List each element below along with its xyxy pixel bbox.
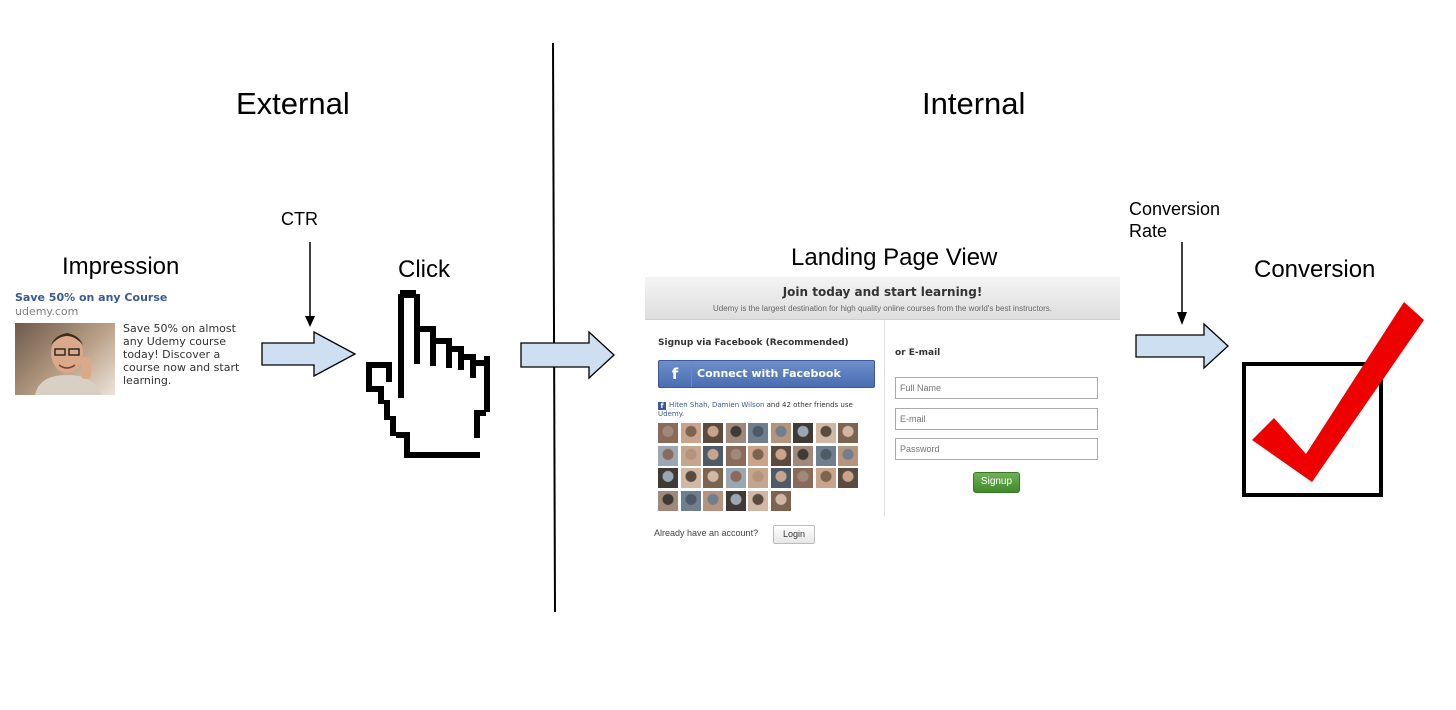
- right-arrow-icon: [520, 330, 615, 380]
- friend-avatar[interactable]: [770, 445, 791, 466]
- ad-photo[interactable]: [15, 323, 115, 395]
- login-button[interactable]: Login: [773, 525, 815, 544]
- friend-avatar[interactable]: [658, 445, 678, 466]
- divider-line: [552, 42, 556, 613]
- down-arrow-icon: [305, 242, 315, 327]
- connect-with-facebook-button[interactable]: f Connect with Facebook: [658, 360, 875, 388]
- friend-avatar[interactable]: [680, 490, 701, 511]
- friend-avatar[interactable]: [770, 423, 791, 443]
- person-portrait-icon: [35, 333, 101, 395]
- friend-avatar[interactable]: [838, 445, 858, 466]
- conversion-label: Conversion: [1254, 256, 1376, 283]
- landing-page-header: Join today and start learning! Udemy is …: [645, 277, 1120, 320]
- pointing-hand-cursor-icon: [366, 290, 490, 458]
- friend-avatar[interactable]: [725, 490, 746, 511]
- friend-avatar[interactable]: [658, 490, 678, 511]
- friend-avatar[interactable]: [748, 468, 768, 488]
- email-signup-heading: or E-mail: [895, 348, 941, 358]
- right-arrow-icon: [1135, 322, 1229, 370]
- email-input[interactable]: [895, 408, 1098, 430]
- friend-avatar[interactable]: [680, 423, 701, 443]
- friend-avatar[interactable]: [725, 468, 746, 488]
- account-prompt: Already have an account?: [654, 528, 759, 538]
- friend-avatar[interactable]: [793, 468, 813, 488]
- conversion-rate-line-1: Conversion: [1129, 199, 1221, 219]
- friend-avatar[interactable]: [793, 423, 813, 443]
- facebook-icon: f: [658, 402, 666, 410]
- ad-domain: udemy.com: [15, 305, 79, 318]
- checkmark-icon: [1252, 302, 1424, 482]
- friends-text: and 42 other friends use: [764, 401, 853, 409]
- down-arrow-icon: [1177, 242, 1187, 325]
- conversion-rate-label: Conversion Rate: [1129, 198, 1220, 242]
- friend-avatar[interactable]: [703, 445, 723, 466]
- ad-body-line: any Udemy course: [123, 335, 227, 348]
- landing-page-view-label: Landing Page View: [791, 244, 998, 271]
- friend-avatar[interactable]: [725, 423, 746, 443]
- friend-avatar[interactable]: [838, 423, 858, 443]
- friend-avatar[interactable]: [770, 490, 791, 511]
- friend-avatar[interactable]: [793, 445, 813, 466]
- friend-avatar[interactable]: [748, 445, 768, 466]
- friend-avatar[interactable]: [725, 445, 746, 466]
- ad-body-line: today! Discover a: [123, 348, 221, 361]
- friend-avatar[interactable]: [680, 445, 701, 466]
- ad-title[interactable]: Save 50% on any Course: [15, 291, 168, 304]
- right-arrow-icon: [261, 330, 357, 378]
- ad-body: Save 50% on almost any Udemy course toda…: [123, 322, 253, 387]
- friend-avatar[interactable]: [703, 423, 723, 443]
- friend-avatar[interactable]: [680, 468, 701, 488]
- friend-avatar[interactable]: [838, 468, 858, 488]
- conversion-checkbox: [1242, 302, 1424, 497]
- impression-label: Impression: [62, 253, 180, 280]
- friend-avatar[interactable]: [658, 468, 678, 488]
- external-heading: External: [236, 86, 350, 121]
- landing-page-title: Join today and start learning!: [782, 285, 983, 299]
- conversion-rate-line-2: Rate: [1129, 221, 1168, 241]
- internal-heading: Internal: [922, 86, 1026, 121]
- password-input[interactable]: [895, 438, 1098, 460]
- friend-avatars-grid: [658, 423, 863, 513]
- facebook-signup-heading: Signup via Facebook (Recommended): [658, 338, 849, 348]
- landing-page-subtitle: Udemy is the largest destination for hig…: [712, 304, 1053, 313]
- signup-button[interactable]: Signup: [973, 472, 1020, 493]
- udemy-link[interactable]: Udemy.: [658, 410, 685, 418]
- facebook-f-icon: f: [659, 361, 692, 387]
- friend-avatar[interactable]: [770, 468, 791, 488]
- landing-page-screenshot: Join today and start learning! Udemy is …: [645, 277, 1120, 549]
- friend-avatar[interactable]: [815, 468, 836, 488]
- ctr-label: CTR: [281, 209, 318, 229]
- ad-body-line: learning.: [123, 374, 172, 387]
- ad-body-line: course now and start: [123, 361, 240, 374]
- friend-avatar[interactable]: [815, 445, 836, 466]
- friends-names-link[interactable]: Hiten Shah, Damien Wilson: [669, 401, 765, 409]
- friend-avatar[interactable]: [748, 423, 768, 443]
- friend-avatar[interactable]: [815, 423, 836, 443]
- friend-avatar[interactable]: [658, 423, 678, 443]
- form-separator: [884, 320, 885, 516]
- friend-avatar[interactable]: [748, 490, 768, 511]
- friend-avatar[interactable]: [703, 468, 723, 488]
- full-name-input[interactable]: [895, 377, 1098, 399]
- ad-body-line: Save 50% on almost: [123, 322, 236, 335]
- friend-avatar[interactable]: [703, 490, 723, 511]
- connect-with-facebook-label: Connect with Facebook: [697, 367, 841, 380]
- click-label: Click: [398, 256, 450, 283]
